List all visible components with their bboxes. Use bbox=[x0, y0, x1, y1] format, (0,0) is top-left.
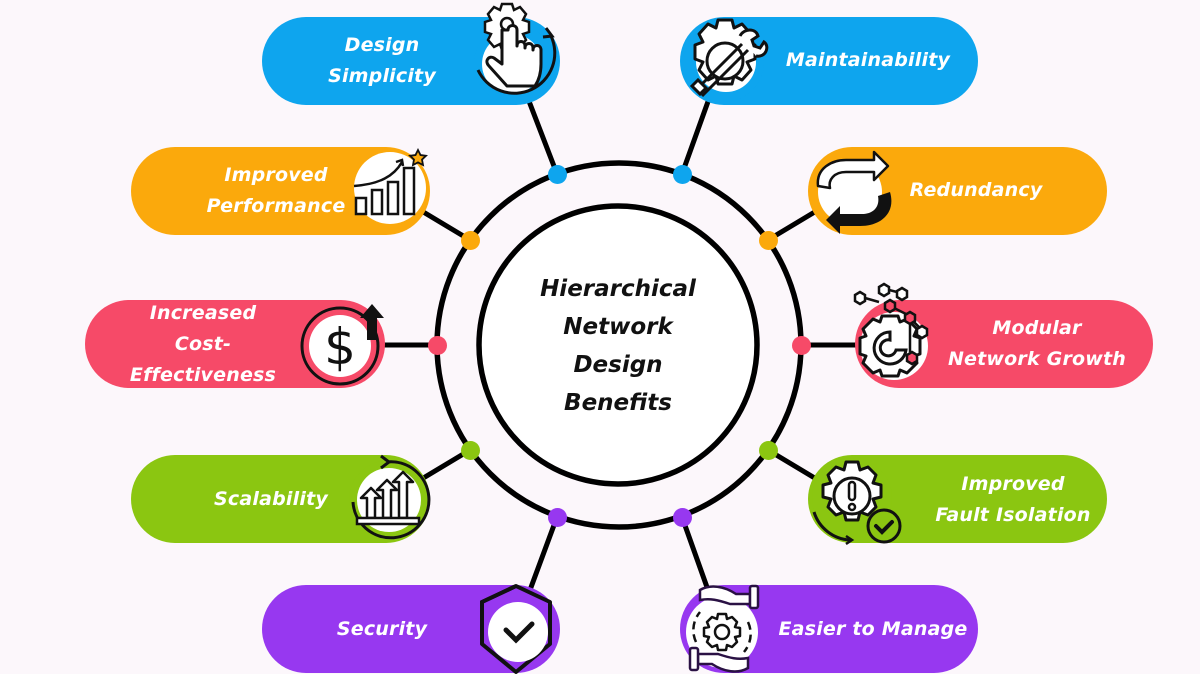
gear-hexagon-network-icon bbox=[853, 282, 929, 380]
title-line: Design bbox=[573, 352, 663, 378]
ring-dot-orange bbox=[460, 230, 480, 250]
hand-pointer-gear-icon bbox=[474, 2, 557, 104]
ring-dot-orange bbox=[758, 230, 778, 250]
svg-text:$: $ bbox=[324, 318, 356, 376]
ring-dot-blue bbox=[672, 164, 692, 184]
wrench-gear-icon bbox=[684, 18, 769, 102]
dollar-up-arrow-icon: $ bbox=[300, 304, 384, 386]
ring-dot-purple bbox=[547, 507, 567, 527]
benefit-label: Easier to Manage bbox=[778, 618, 968, 640]
benefit-label: Maintainability bbox=[785, 49, 951, 71]
center-title: Hierarchical Network Design Benefits bbox=[500, 270, 736, 422]
title-line: Benefits bbox=[564, 390, 672, 416]
ring-dot-blue bbox=[547, 164, 567, 184]
benefit-label: Security bbox=[336, 618, 428, 640]
inner-ring bbox=[476, 203, 760, 487]
gear-alert-check-icon bbox=[812, 458, 902, 546]
rising-bar-chart-star-icon bbox=[353, 148, 428, 224]
ring-dot-pink bbox=[427, 335, 447, 355]
ring-dot-green bbox=[460, 440, 480, 460]
title-line: Network bbox=[563, 314, 673, 340]
benefit-label: Redundancy bbox=[909, 179, 1043, 201]
ring-dot-purple bbox=[672, 507, 692, 527]
ring-dot-green bbox=[758, 440, 778, 460]
rising-arrows-icon bbox=[349, 454, 431, 540]
shield-check-icon bbox=[480, 584, 552, 674]
ring-dot-pink bbox=[791, 335, 811, 355]
title-line: Hierarchical bbox=[540, 276, 696, 302]
benefit-label: Scalability bbox=[214, 488, 328, 510]
hands-gear-icon bbox=[686, 584, 760, 673]
cycle-arrows-icon bbox=[816, 150, 892, 234]
